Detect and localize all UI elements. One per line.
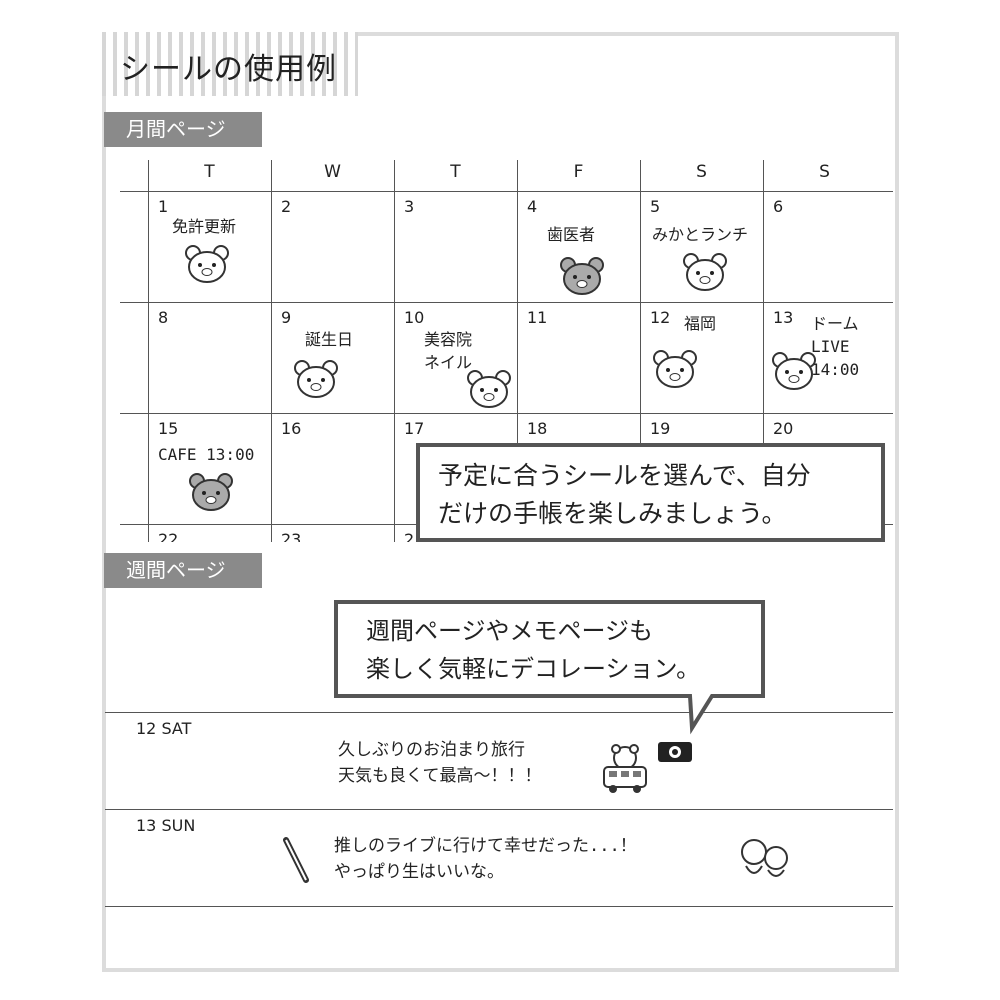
weekday-header: S: [696, 162, 707, 182]
bear-face-sticker: [683, 253, 727, 291]
bear-car-sticker: [185, 245, 229, 283]
weekly-note: 久しぶりのお泊まり旅行 天気も良くて最高～！！！: [338, 740, 542, 786]
day-number[interactable]: 5: [650, 197, 661, 216]
bears-peace-sticker: [741, 839, 788, 877]
grid-line: [517, 160, 518, 542]
grid-line: [148, 160, 149, 542]
grid-line: [271, 160, 272, 542]
day-note: みかとランチ: [652, 225, 749, 244]
day-note: 誕生日: [305, 330, 354, 349]
weekly-section-label: 週間ページ: [104, 553, 262, 588]
bear-love-fan-sticker: [772, 352, 816, 390]
grid-line: [640, 160, 641, 542]
grid-line: [120, 413, 893, 414]
weekday-header: T: [450, 162, 461, 182]
day-number[interactable]: 15: [158, 419, 179, 438]
day-number[interactable]: 8: [158, 308, 169, 327]
day-number[interactable]: 6: [773, 197, 784, 216]
weekday-header: W: [324, 162, 341, 182]
weekday-header: S: [819, 162, 830, 182]
day-note: ドーム LIVE 14:00: [811, 314, 860, 379]
day-number[interactable]: 2: [404, 530, 415, 542]
monthly-section-label: 月間ページ: [104, 112, 262, 147]
day-number[interactable]: 19: [650, 419, 671, 438]
day-number[interactable]: 3: [404, 197, 415, 216]
weekly-note: 推しのライブに行けて幸せだった...！ やっぱり生はいいな。: [334, 836, 637, 882]
weekday-header: F: [573, 162, 584, 182]
bear-travel-sticker: [653, 350, 697, 388]
weekly-divider: [105, 809, 893, 810]
weekly-day-label: 12 SAT: [136, 719, 192, 738]
day-note: CAFE 13:00: [158, 445, 255, 464]
bear-face-gray-sticker: [189, 473, 233, 511]
weekly-day-label: 13 SUN: [136, 816, 196, 835]
bears-cheer-sticker: [294, 360, 338, 398]
grid-line: [763, 160, 764, 542]
page-title: シールの使用例: [120, 52, 337, 87]
day-number[interactable]: 17: [404, 419, 425, 438]
camera-sticker: [658, 742, 692, 762]
weekday-header: T: [204, 162, 215, 182]
weekly-divider: [105, 906, 893, 907]
day-note: 歯医者: [547, 225, 596, 244]
bear-hug-sticker: [467, 370, 511, 408]
day-number[interactable]: 23: [281, 530, 302, 542]
page-frame: [102, 32, 899, 972]
day-note: 福岡: [684, 314, 717, 333]
day-number[interactable]: 1: [158, 197, 169, 216]
day-note: 美容院 ネイル: [424, 330, 473, 372]
day-note: 免許更新: [172, 217, 237, 236]
weekly-callout-shape: [334, 600, 765, 735]
day-number[interactable]: 9: [281, 308, 292, 327]
day-number[interactable]: 18: [527, 419, 548, 438]
grid-line: [120, 191, 893, 192]
day-number[interactable]: 10: [404, 308, 425, 327]
day-number[interactable]: 12: [650, 308, 671, 327]
monthly-callout: 予定に合うシールを選んで、自分 だけの手帳を楽しみましょう。: [416, 443, 885, 542]
day-number[interactable]: 4: [527, 197, 538, 216]
day-number[interactable]: 20: [773, 419, 794, 438]
bear-face-gray-sticker: [560, 257, 604, 295]
grid-line: [394, 160, 395, 542]
day-number[interactable]: 11: [527, 308, 548, 327]
title-stripes: [102, 32, 358, 96]
grid-line: [120, 302, 893, 303]
bear-bus-sticker: [603, 744, 647, 793]
weekly-callout: 週間ページやメモページも 楽しく気軽にデコレーション。: [366, 617, 701, 683]
day-number[interactable]: 22: [158, 530, 179, 542]
weekly-divider: [105, 712, 893, 713]
page-frame-top: [358, 32, 899, 36]
day-number[interactable]: 13: [773, 308, 794, 327]
day-number[interactable]: 16: [281, 419, 302, 438]
day-number[interactable]: 2: [281, 197, 292, 216]
penlight-sticker: [283, 837, 309, 883]
